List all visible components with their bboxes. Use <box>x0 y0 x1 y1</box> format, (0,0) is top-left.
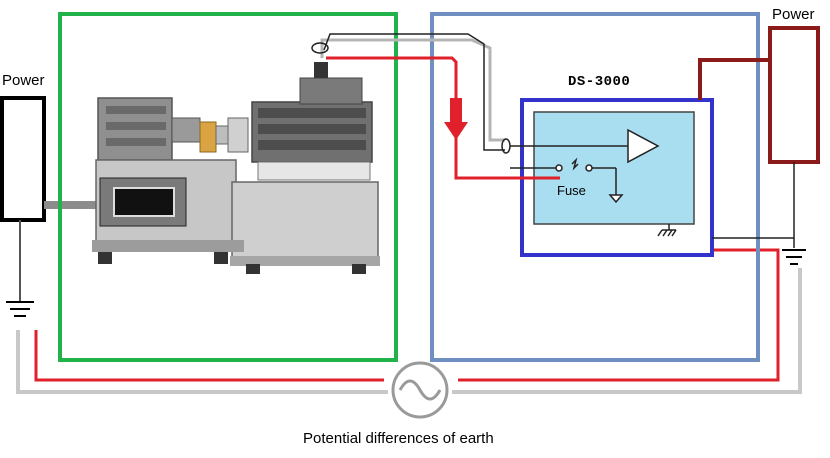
measurement-frame <box>430 12 760 362</box>
chassis-ground-icon <box>657 224 677 237</box>
test-rig-frame <box>58 12 398 362</box>
power-right-label: Power <box>772 6 815 23</box>
earth-loop-wire <box>16 268 802 394</box>
fuse-label: Fuse <box>557 183 586 198</box>
power-left-label: Power <box>2 72 45 89</box>
ac-source-icon <box>391 361 449 419</box>
power-wire-dark-red <box>698 58 770 100</box>
caption: Potential differences of earth <box>303 430 494 447</box>
sensor-cable-black <box>323 33 505 151</box>
amplifier-triangle-icon <box>627 128 660 164</box>
ground-left-icon <box>6 301 34 317</box>
fuse-switch-icon <box>510 157 624 204</box>
ground-right-icon <box>782 249 806 265</box>
red-flow-arrow <box>444 98 468 140</box>
red-signal-wire <box>326 56 560 180</box>
power-box-left <box>0 96 46 222</box>
device-name-label: DS-3000 <box>568 74 631 90</box>
test-machine-illustration <box>92 62 380 274</box>
power-box-right <box>768 26 820 164</box>
